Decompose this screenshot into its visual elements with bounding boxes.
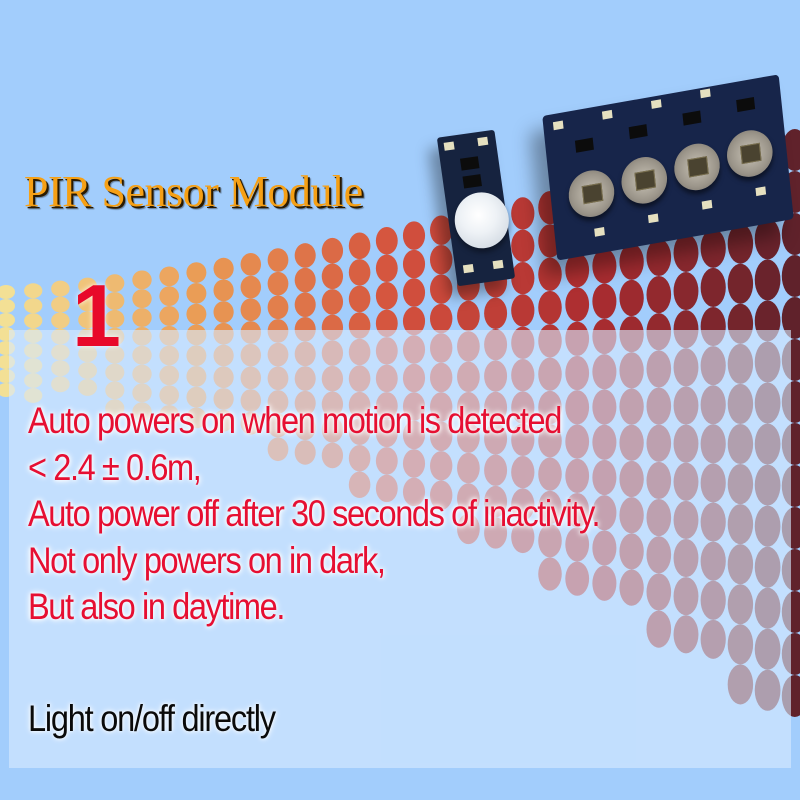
content-panel xyxy=(9,330,791,768)
feature-item: Auto powers on when motion is detected xyxy=(28,400,562,441)
footer-note: Light on/off directly xyxy=(28,698,276,739)
fresnel-lens-icon xyxy=(451,188,513,252)
pir-sensor-icon xyxy=(566,166,617,221)
pir-sensor-icon xyxy=(671,140,723,194)
feature-item: But also in daytime. xyxy=(28,586,285,627)
pir-sensor-icon xyxy=(724,126,775,181)
feature-item: Auto power off after 30 seconds of inact… xyxy=(28,493,601,534)
feature-item: < 2.4 ± 0.6m, xyxy=(28,446,202,488)
step-number: 1 xyxy=(72,266,121,365)
feature-list: Auto powers on when motion is detected <… xyxy=(28,398,677,631)
pir-sensor-icon xyxy=(619,153,670,208)
feature-item: Not only powers on in dark, xyxy=(28,539,386,581)
page-title: PIR Sensor Module xyxy=(24,167,363,216)
